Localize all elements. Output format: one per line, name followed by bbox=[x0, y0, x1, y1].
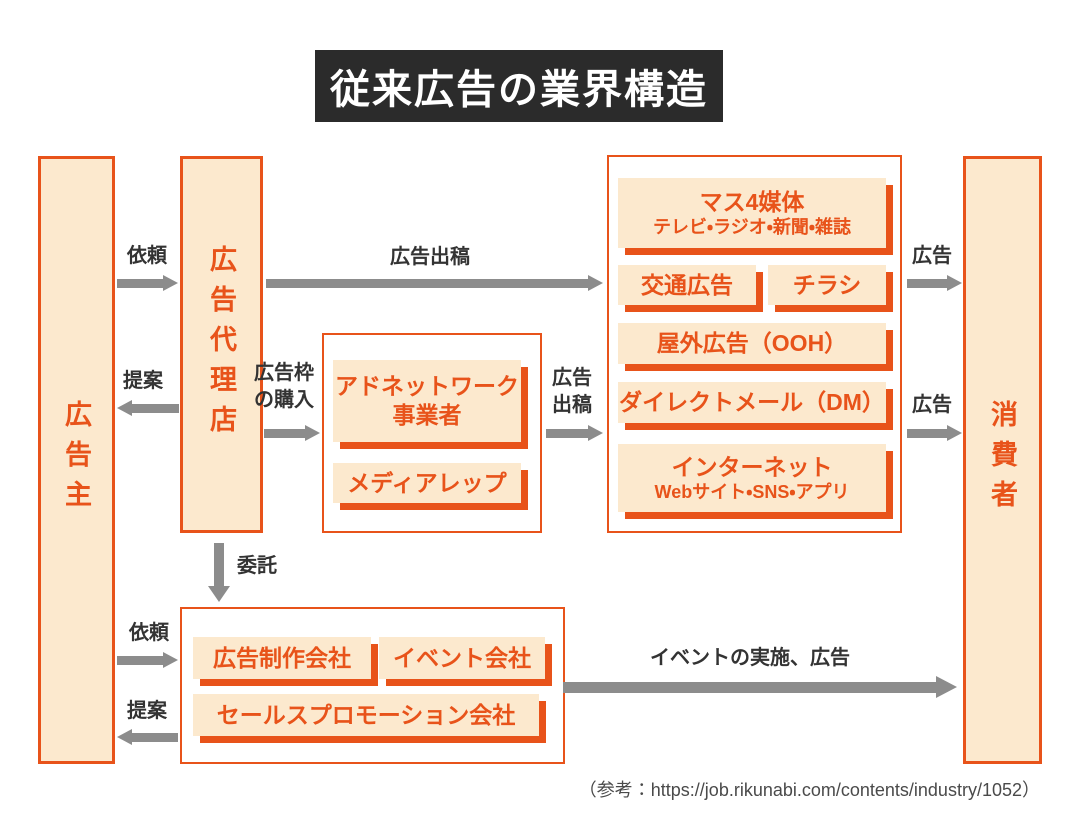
purchase-label-line1: 広告枠 bbox=[254, 362, 314, 384]
proposal-top-label: 提案 bbox=[123, 370, 163, 392]
production-chip-adproduction: 広告制作会社 bbox=[193, 637, 371, 679]
consumer-label: 消費者 bbox=[987, 400, 1017, 520]
request-bottom-arrow bbox=[117, 652, 178, 668]
media-chip-ooh: 屋外広告（OOH） bbox=[618, 323, 886, 364]
internet-sublabel: Webサイト・SNS・アプリ bbox=[654, 481, 850, 502]
mass4-sublabel: テレビ・ラジオ・新聞・雑誌 bbox=[653, 216, 851, 237]
proposal-bottom-label: 提案 bbox=[127, 700, 167, 722]
salespromo-label: セールスプロモーション会社 bbox=[216, 701, 516, 728]
production-group-box bbox=[180, 607, 565, 764]
production-chip-salespromo: セールスプロモーション会社 bbox=[193, 694, 539, 736]
request-bottom-label: 依頼 bbox=[129, 622, 169, 644]
advertiser-box: 広告主 bbox=[38, 156, 115, 764]
ad-top-label: 広告 bbox=[912, 245, 952, 267]
dm-label: ダイレクトメール（DM） bbox=[619, 389, 885, 416]
ad-top-arrow bbox=[907, 275, 962, 291]
media-chip-flyer: チラシ bbox=[768, 265, 886, 305]
event-long-label: イベントの実施、広告 bbox=[650, 647, 850, 669]
citation-text: （参考：https://job.rikunabi.com/contents/in… bbox=[578, 780, 1040, 800]
commission-label: 委託 bbox=[237, 555, 277, 577]
advertiser-label: 広告主 bbox=[61, 400, 91, 520]
media-chip-dm: ダイレクトメール（DM） bbox=[618, 382, 886, 423]
event-company-label: イベント会社 bbox=[393, 644, 531, 671]
submission-mid-label-line1: 広告 bbox=[552, 367, 592, 389]
adnetwork-label-line2: 事業者 bbox=[392, 402, 462, 428]
purchase-arrow bbox=[264, 425, 320, 441]
adnetwork-chip: アドネットワーク 事業者 bbox=[333, 360, 521, 442]
proposal-bottom-arrow bbox=[117, 729, 178, 745]
media-chip-transit: 交通広告 bbox=[618, 265, 756, 305]
ooh-label: 屋外広告（OOH） bbox=[656, 330, 848, 357]
media-chip-internet: インターネット Webサイト・SNS・アプリ bbox=[618, 444, 886, 512]
agency-box: 広告代理店 bbox=[180, 156, 263, 533]
submission-mid-label: 広告 出稿 bbox=[543, 365, 601, 419]
submission-mid-label-line2: 出稿 bbox=[552, 394, 592, 416]
ad-mid-label: 広告 bbox=[912, 394, 952, 416]
mediarep-label: メディアレップ bbox=[347, 469, 507, 496]
consumer-box: 消費者 bbox=[963, 156, 1042, 764]
purchase-label-line2: の購入 bbox=[254, 389, 314, 411]
adproduction-label: 広告制作会社 bbox=[213, 644, 351, 671]
mediarep-chip: メディアレップ bbox=[333, 463, 521, 503]
transit-label: 交通広告 bbox=[641, 271, 733, 298]
submission-mid-arrow bbox=[546, 425, 603, 441]
media-chip-mass4: マス4媒体 テレビ・ラジオ・新聞・雑誌 bbox=[618, 178, 886, 248]
purchase-label: 広告枠 の購入 bbox=[248, 360, 320, 414]
request-top-label: 依頼 bbox=[127, 245, 167, 267]
request-top-arrow bbox=[117, 275, 178, 291]
page-title: 従来広告の業界構造 bbox=[315, 50, 723, 122]
commission-arrow bbox=[208, 543, 230, 602]
proposal-top-arrow bbox=[117, 400, 179, 416]
event-long-arrow bbox=[563, 676, 957, 698]
flyer-label: チラシ bbox=[792, 271, 862, 298]
mass4-label: マス4媒体 bbox=[699, 188, 805, 215]
ad-mid-arrow bbox=[907, 425, 962, 441]
submission-top-label: 広告出稿 bbox=[390, 246, 470, 268]
agency-label: 広告代理店 bbox=[206, 244, 236, 445]
adnetwork-label-line1: アドネットワーク bbox=[335, 373, 519, 400]
internet-label: インターネット bbox=[671, 453, 833, 480]
production-chip-event: イベント会社 bbox=[379, 637, 545, 679]
submission-top-arrow bbox=[266, 275, 603, 291]
